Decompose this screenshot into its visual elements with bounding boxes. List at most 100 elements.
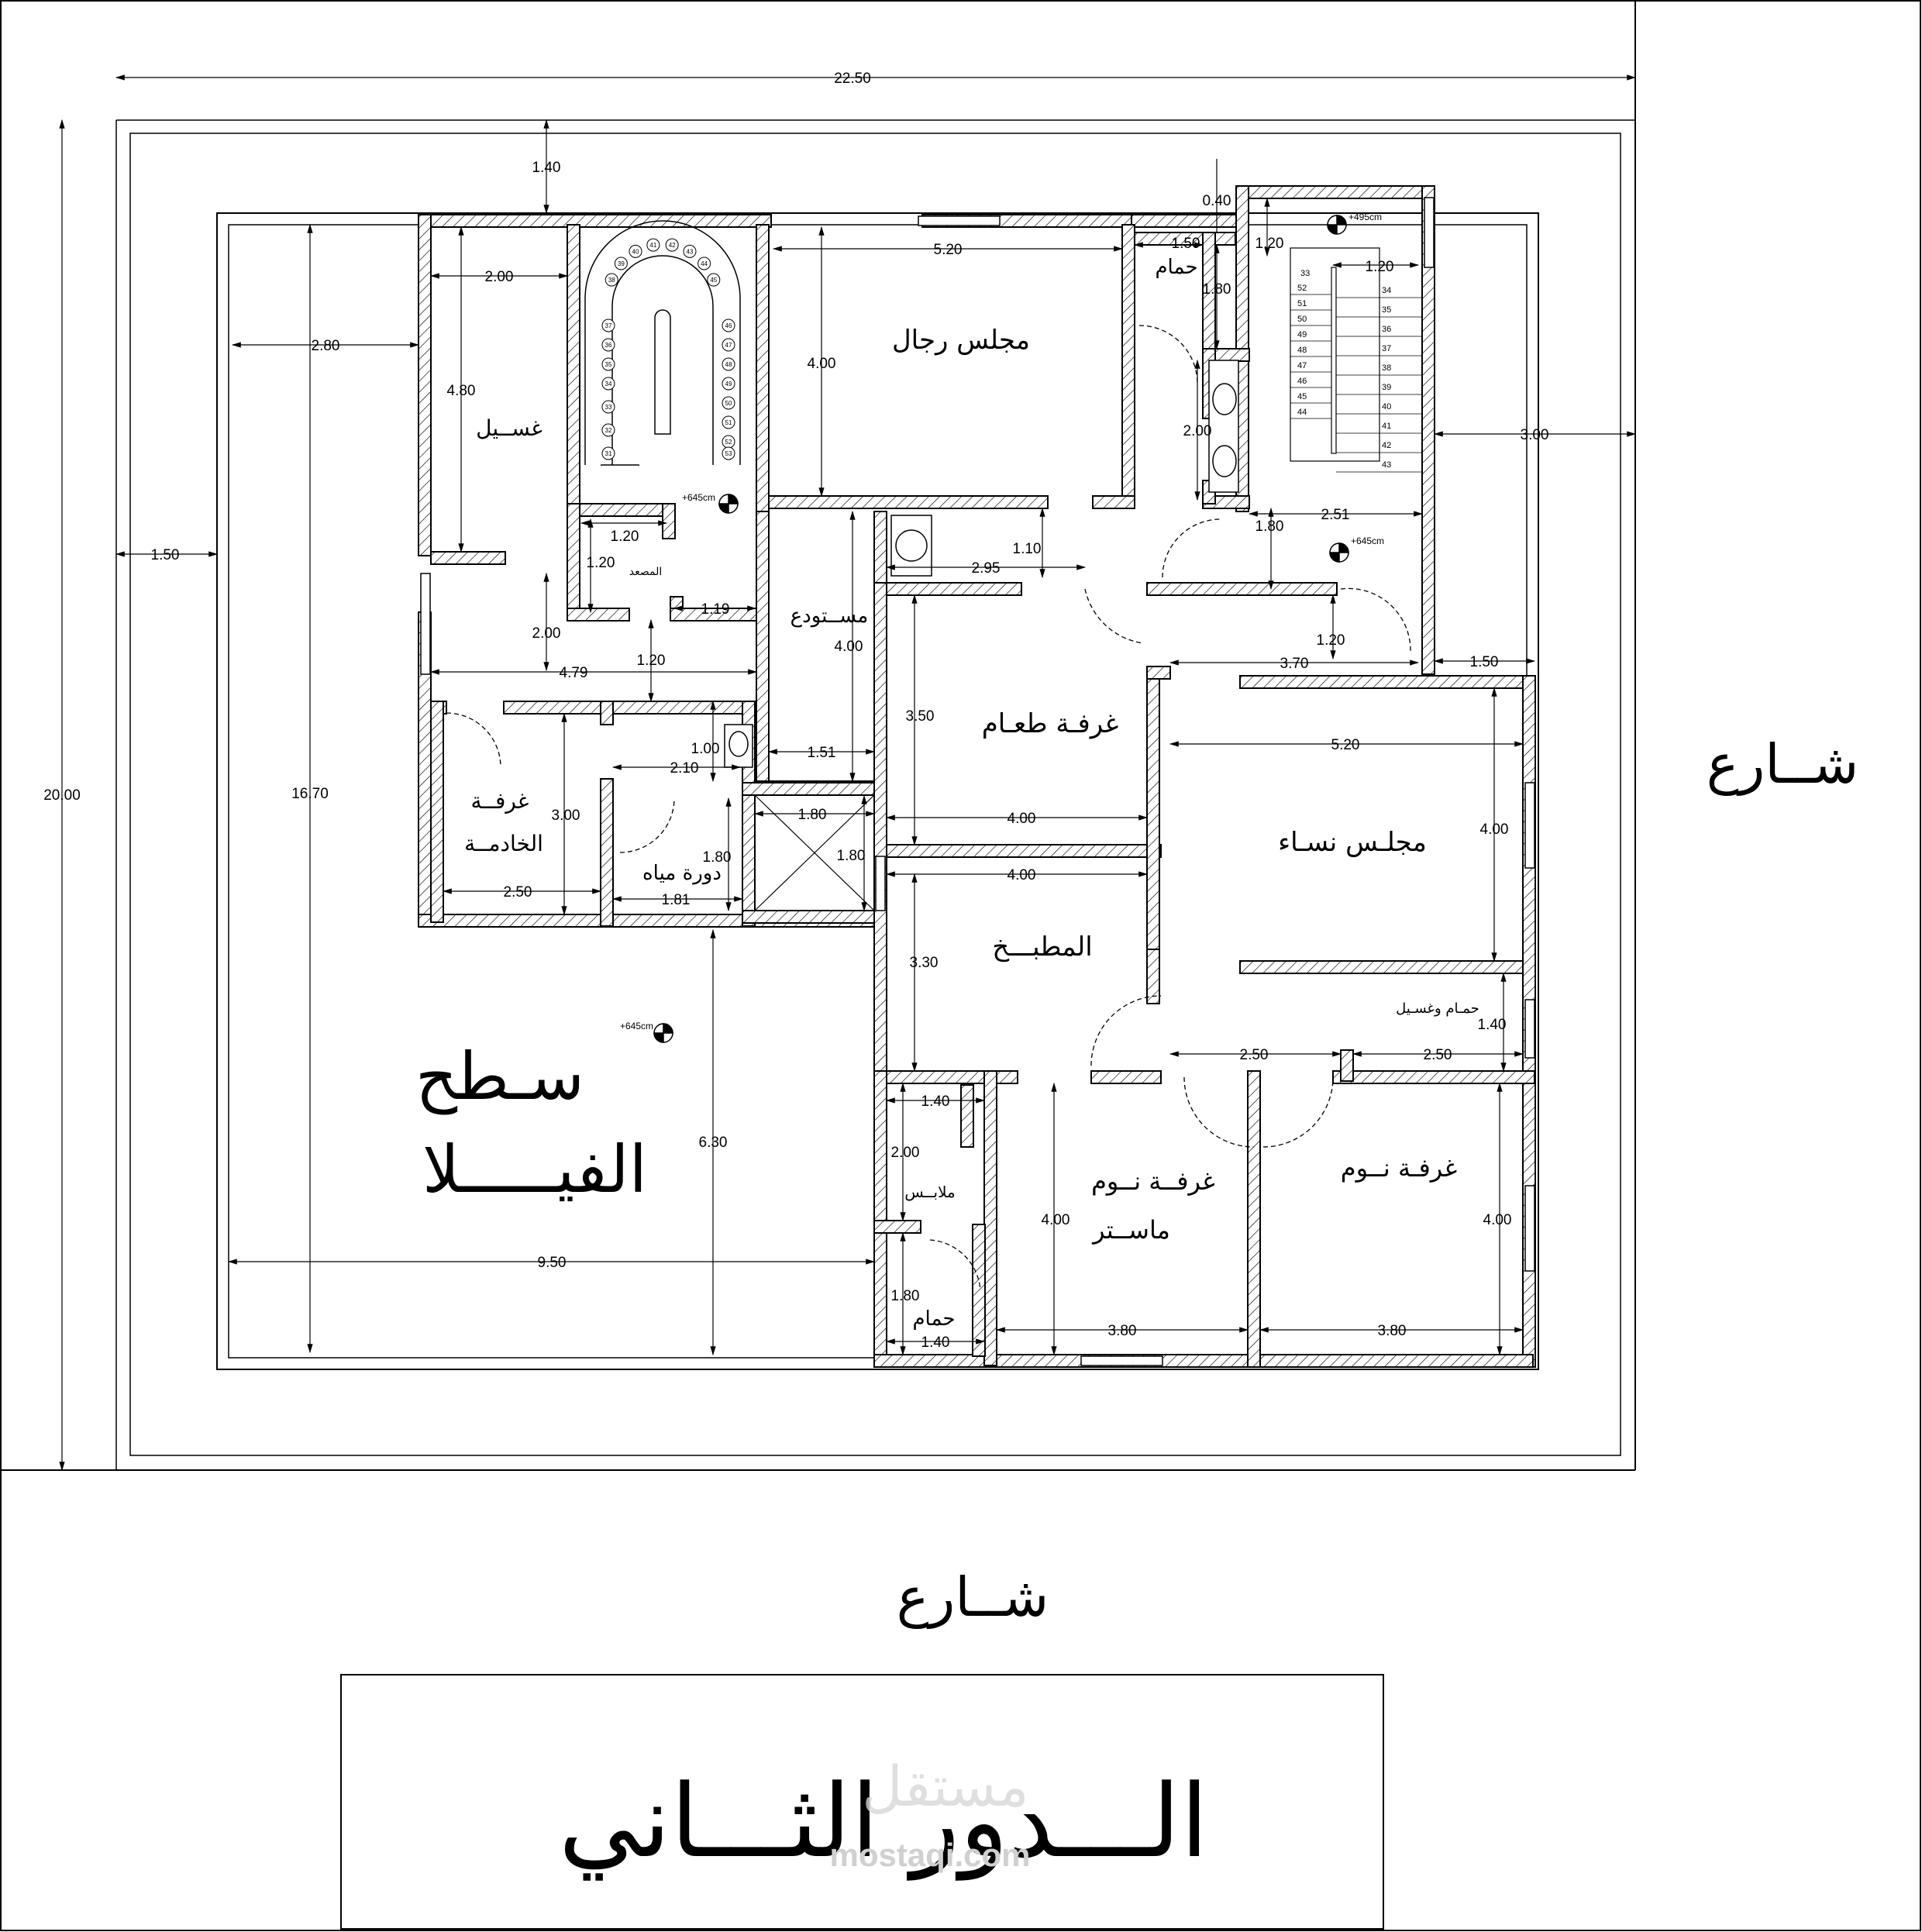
svg-text:2.00: 2.00	[532, 625, 561, 642]
spiral-step-marker	[601, 338, 615, 352]
svg-text:+645cm: +645cm	[1351, 536, 1384, 546]
spiral-step-number: 39	[618, 260, 625, 267]
walls	[418, 185, 1536, 1368]
svg-text:1.80: 1.80	[1256, 518, 1284, 535]
svg-text:1.40: 1.40	[532, 160, 561, 176]
svg-text:20.00: 20.00	[43, 787, 81, 804]
svg-text:1.80: 1.80	[1203, 281, 1231, 298]
svg-text:3.00: 3.00	[552, 808, 580, 824]
stair-step-number: 52	[1297, 284, 1307, 293]
svg-text:4.00: 4.00	[835, 639, 863, 655]
spiral-step-number: 31	[605, 450, 612, 457]
spiral-step-marker	[601, 446, 615, 460]
spiral-step-marker	[601, 319, 615, 332]
spiral-step-number: 36	[605, 342, 612, 349]
svg-text:1.81: 1.81	[662, 892, 691, 908]
stair-step-number: 51	[1297, 299, 1307, 308]
svg-text:1.51: 1.51	[808, 745, 836, 761]
svg-text:1.80: 1.80	[798, 807, 827, 823]
spiral-step-number: 51	[725, 419, 732, 426]
svg-text:4.80: 4.80	[447, 383, 476, 399]
svg-text:2.50: 2.50	[504, 884, 532, 901]
svg-text:4.00: 4.00	[1483, 1212, 1512, 1228]
svg-text:غرفــة نــوم: غرفــة نــوم	[1091, 1166, 1215, 1196]
stair-step-number: 49	[1297, 330, 1307, 339]
stair-step-number: 41	[1382, 422, 1391, 431]
svg-text:6.30: 6.30	[699, 1135, 728, 1151]
spiral-step-marker	[601, 357, 615, 371]
svg-text:4.00: 4.00	[1480, 821, 1509, 838]
title-block: الـــدور الثـــاني مستقل mostaqi.com	[340, 1674, 1384, 1930]
svg-text:2.00: 2.00	[891, 1145, 920, 1161]
street-labels: شــارع شــارع	[897, 732, 1859, 1629]
spiral-step-number: 33	[605, 404, 612, 411]
spiral-step-marker	[601, 377, 615, 391]
drawing-title: الـــدور الثـــاني	[559, 1762, 1208, 1881]
stair-step-number: 37	[1382, 344, 1391, 353]
spiral-stair	[584, 220, 741, 466]
spiral-step-marker	[683, 244, 697, 258]
spiral-step-marker	[707, 273, 721, 287]
stair-step-number: 48	[1297, 346, 1307, 355]
svg-text:1.10: 1.10	[1013, 541, 1042, 557]
spiral-step-number: 41	[649, 242, 656, 249]
svg-text:3.80: 3.80	[1378, 1323, 1407, 1339]
spiral-step-marker	[722, 377, 735, 391]
spiral-step-marker	[601, 423, 615, 437]
svg-text:5.20: 5.20	[1331, 737, 1360, 753]
spiral-step-number: 44	[701, 260, 708, 267]
stair-step-number: 36	[1382, 325, 1391, 334]
spiral-step-number: 34	[605, 381, 612, 387]
svg-text:2.80: 2.80	[312, 338, 340, 354]
svg-text:4.79: 4.79	[560, 665, 588, 681]
svg-text:3.30: 3.30	[910, 955, 939, 971]
svg-text:الفيـــــلا: الفيـــــلا	[422, 1131, 647, 1207]
svg-text:2.51: 2.51	[1321, 507, 1350, 523]
svg-text:2.95: 2.95	[972, 560, 1001, 577]
dimension-labels: 22.50 20.00 1.40 16.70 2.80 1.50 2.00 4.…	[43, 71, 1548, 1351]
svg-text:22.50: 22.50	[834, 71, 871, 87]
spiral-step-number: 45	[710, 277, 717, 284]
svg-text:+645cm: +645cm	[620, 1021, 653, 1031]
spiral-step-number: 49	[725, 381, 732, 387]
svg-text:حمام: حمام	[1155, 256, 1197, 279]
spiral-step-number: 38	[608, 277, 615, 284]
stair-step-number: 40	[1382, 402, 1391, 412]
spiral-step-marker	[614, 257, 628, 270]
svg-text:1.50: 1.50	[1470, 654, 1499, 670]
svg-text:شــارع: شــارع	[1707, 732, 1859, 796]
svg-text:غرفـة نــوم: غرفـة نــوم	[1341, 1153, 1457, 1183]
spiral-step-marker	[722, 415, 735, 429]
svg-text:4.00: 4.00	[808, 356, 836, 372]
svg-text:المطبـــخ: المطبـــخ	[992, 932, 1092, 963]
svg-text:1.50: 1.50	[1172, 236, 1200, 252]
level-markers	[653, 215, 1349, 1043]
spiral-step-marker	[722, 357, 735, 371]
watermark: مستقل	[862, 1754, 1028, 1819]
stair-step-number: 38	[1382, 363, 1391, 373]
svg-text:1.80: 1.80	[837, 848, 866, 864]
svg-text:16.70: 16.70	[291, 786, 329, 802]
spiral-step-marker	[665, 238, 679, 252]
svg-text:1.50: 1.50	[151, 547, 180, 563]
spiral-step-marker	[722, 396, 735, 410]
stair-step-number: 44	[1297, 408, 1307, 417]
roof-labels: سـطح الفيـــــلا	[415, 1038, 647, 1207]
stair-step-number: 47	[1297, 361, 1307, 370]
windows	[420, 197, 1535, 1366]
svg-text:شــارع: شــارع	[897, 1565, 1049, 1629]
watermark-url: mostaqi.com	[829, 1837, 1030, 1873]
spiral-step-number: 50	[725, 400, 732, 407]
spiral-step-number: 46	[725, 322, 732, 329]
svg-text:2.50: 2.50	[1424, 1047, 1452, 1063]
spiral-step-marker	[604, 273, 618, 287]
svg-text:1.40: 1.40	[1478, 1017, 1507, 1033]
svg-text:1.80: 1.80	[891, 1288, 920, 1304]
spiral-step-number: 32	[605, 427, 612, 434]
svg-text:3.50: 3.50	[906, 708, 935, 725]
svg-text:مســتودع: مســتودع	[790, 604, 869, 628]
svg-text:الخادمــة: الخادمــة	[464, 831, 543, 856]
